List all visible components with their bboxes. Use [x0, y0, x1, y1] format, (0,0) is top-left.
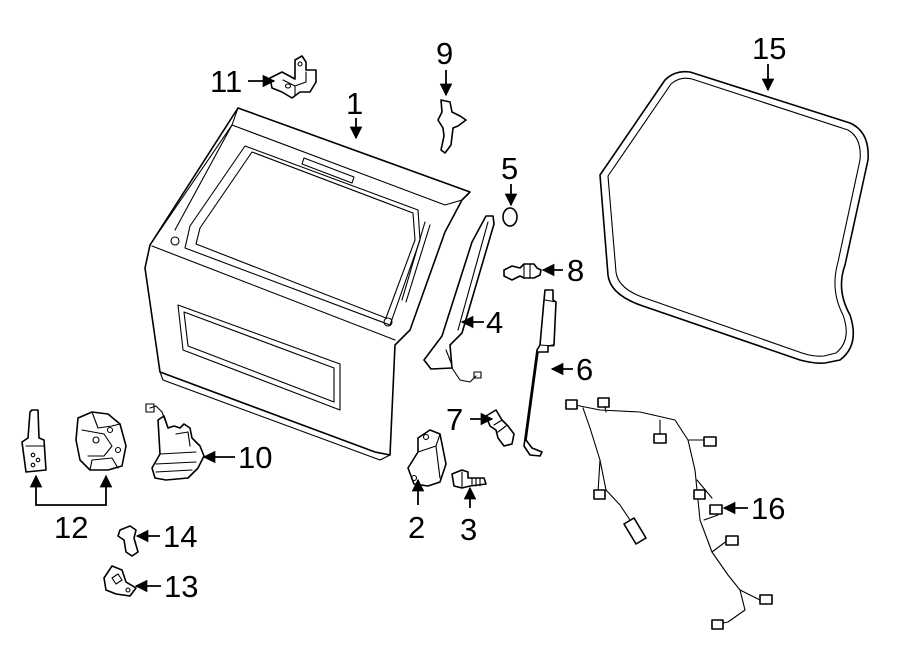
callout-4: 4 [486, 305, 503, 340]
handle-part [145, 403, 205, 481]
callout-2: 2 [408, 510, 425, 545]
bumper-part [407, 429, 447, 487]
plug-part [502, 207, 518, 227]
callout-13: 13 [164, 569, 198, 604]
callout-12: 12 [54, 510, 88, 545]
callout-16: 16 [751, 491, 785, 526]
callout-7: 7 [446, 402, 463, 437]
callout-14: 14 [163, 519, 197, 554]
weatherstrip-part [599, 70, 869, 364]
stop-part [117, 525, 139, 557]
striker-part [103, 565, 137, 597]
bolt-part [451, 469, 487, 489]
side-trim-part [423, 215, 495, 383]
callout-3: 3 [460, 512, 477, 547]
callout-5: 5 [501, 151, 518, 186]
callout-1: 1 [346, 86, 363, 121]
latch-part [75, 411, 127, 471]
callout-15: 15 [752, 31, 786, 66]
bracket-part [437, 99, 467, 154]
wiring-harness-part [565, 397, 773, 630]
callout-11: 11 [210, 64, 242, 99]
ball-stud-7-part [485, 409, 515, 447]
leader-12-bracket [35, 490, 107, 506]
callout-9: 9 [436, 36, 453, 71]
callout-labels: 1 2 3 4 5 6 7 8 9 10 11 12 13 14 15 16 [54, 31, 786, 604]
lock-actuator-part [21, 409, 47, 473]
hinge-part [269, 55, 317, 99]
leader-lines [29, 64, 775, 593]
callout-6: 6 [576, 352, 593, 387]
ball-stud-8-part [503, 263, 542, 281]
callout-10: 10 [238, 440, 272, 475]
gas-strut-part [523, 289, 557, 457]
callout-8: 8 [567, 253, 584, 288]
liftgate-part [144, 107, 471, 461]
